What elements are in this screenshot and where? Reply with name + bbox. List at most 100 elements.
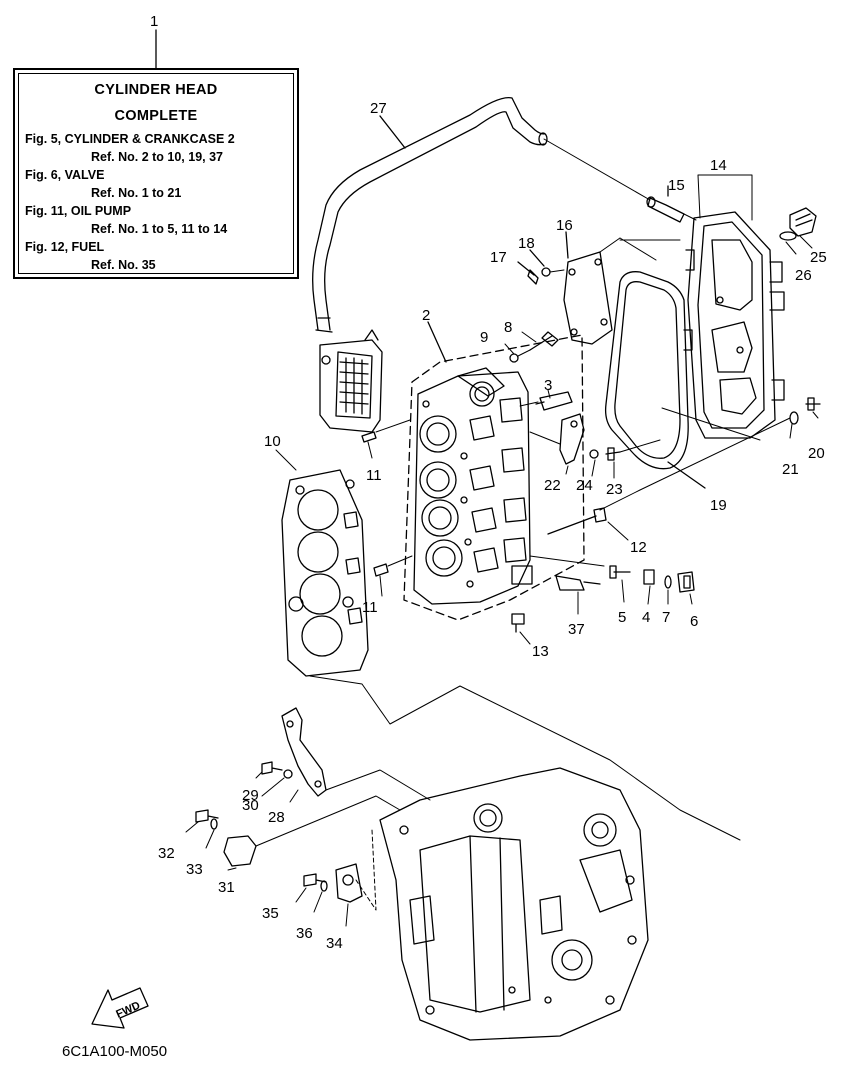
part-22 (559, 413, 585, 465)
callout-15: 15 (668, 177, 685, 194)
callout-2: 2 (422, 307, 430, 324)
callout-24: 24 (576, 477, 593, 494)
callout-18: 18 (518, 235, 535, 252)
washer-36 (320, 880, 328, 892)
callout-1: 1 (150, 13, 158, 30)
reference-line: Fig. 5, CYLINDER & CRANKCASE 2 (25, 132, 235, 146)
part-3 (535, 391, 573, 411)
reference-line: Ref. No. 2 to 10, 19, 37 (91, 150, 223, 164)
reference-box: CYLINDER HEAD COMPLETE Fig. 5, CYLINDER … (13, 68, 299, 279)
callout-21: 21 (782, 461, 799, 478)
callout-19: 19 (710, 497, 727, 514)
callout-5: 5 (618, 609, 626, 626)
callout-32: 32 (158, 845, 175, 862)
washer-30 (283, 769, 293, 779)
washer-21 (789, 411, 799, 425)
bolt-5 (609, 565, 631, 579)
head-boundary-2 (403, 334, 585, 621)
callout-3: 3 (544, 377, 552, 394)
part-15 (646, 196, 685, 223)
exhaust-cover-14 (683, 211, 785, 439)
oil-separator (319, 329, 383, 433)
plug-25 (789, 207, 817, 237)
reference-line: Ref. No. 1 to 5, 11 to 14 (91, 222, 228, 236)
plate-16 (563, 251, 613, 345)
washer-9 (509, 353, 519, 363)
fwd-arrow (91, 987, 149, 1029)
callout-20: 20 (808, 445, 825, 462)
callout-22: 22 (544, 477, 561, 494)
gasket-19 (604, 271, 689, 470)
washer-33 (210, 818, 218, 830)
callout-35: 35 (262, 905, 279, 922)
head-gasket-10 (281, 469, 369, 677)
callout-25: 25 (810, 249, 827, 266)
callout-23: 23 (606, 481, 623, 498)
cylinder-head-2 (413, 367, 533, 605)
plate-34 (335, 863, 363, 903)
callout-33: 33 (186, 861, 203, 878)
callout-31: 31 (218, 879, 235, 896)
callout-26: 26 (795, 267, 812, 284)
bolt-20 (805, 397, 821, 411)
callout-17: 17 (490, 249, 507, 266)
reference-title-line2: COMPLETE (114, 108, 198, 124)
part-31 (223, 835, 257, 867)
callout-14: 14 (710, 157, 727, 174)
leader-2 (427, 321, 447, 363)
callout-13: 13 (532, 643, 549, 660)
callout-8: 8 (504, 319, 512, 336)
callout-11: 11 (366, 467, 382, 484)
dowel-11a (361, 431, 377, 443)
reference-line: Fig. 11, OIL PUMP (25, 204, 132, 218)
gasket-26 (779, 231, 797, 241)
bolt-17 (517, 261, 539, 285)
bolt-13 (511, 613, 525, 633)
callout-36: 36 (296, 925, 313, 942)
reference-line: Fig. 12, FUEL (25, 240, 105, 254)
callout-6: 6 (690, 613, 698, 630)
callout-27: 27 (370, 100, 387, 117)
callout-11: 11 (362, 599, 378, 616)
callout-10: 10 (264, 433, 281, 450)
leader-14 (697, 174, 753, 221)
breather-hose-27 (312, 96, 548, 333)
dowel-11b (373, 563, 389, 577)
callout-12: 12 (630, 539, 647, 556)
leader-27 (379, 115, 406, 149)
bolt-35 (303, 873, 327, 887)
oring-7 (664, 575, 672, 589)
leader-18 (529, 249, 545, 267)
bolt-32 (195, 809, 219, 823)
leader-16 (565, 231, 569, 259)
reference-line: Ref. No. 35 (91, 258, 156, 272)
washer-24 (589, 449, 599, 459)
callout-37: 37 (568, 621, 585, 638)
bolt-23 (605, 447, 621, 461)
bolt-12 (547, 507, 607, 535)
bolt-8 (529, 331, 559, 351)
diagram-code: 6C1A100-M050 (62, 1043, 168, 1060)
reference-box-inner (18, 73, 294, 274)
reference-line: Fig. 6, VALVE (25, 168, 105, 182)
crankcase (379, 767, 649, 1041)
plug-6 (677, 571, 695, 593)
part-4 (643, 569, 655, 585)
callout-7: 7 (662, 609, 670, 626)
callout-29: 29 (242, 787, 259, 804)
bolt-29 (261, 761, 283, 775)
leader-19 (667, 461, 706, 489)
callout-34: 34 (326, 935, 343, 952)
callout-30: 30 (242, 797, 259, 814)
bracket-28 (281, 707, 327, 797)
reference-line: Ref. No. 1 to 21 (91, 186, 182, 200)
callout-28: 28 (268, 809, 285, 826)
callout-16: 16 (556, 217, 573, 234)
reference-title-line1: CYLINDER HEAD (94, 82, 218, 98)
callout-9: 9 (480, 329, 488, 346)
sensor-37 (555, 575, 601, 591)
callout-4: 4 (642, 609, 650, 626)
washer-18 (541, 267, 551, 277)
